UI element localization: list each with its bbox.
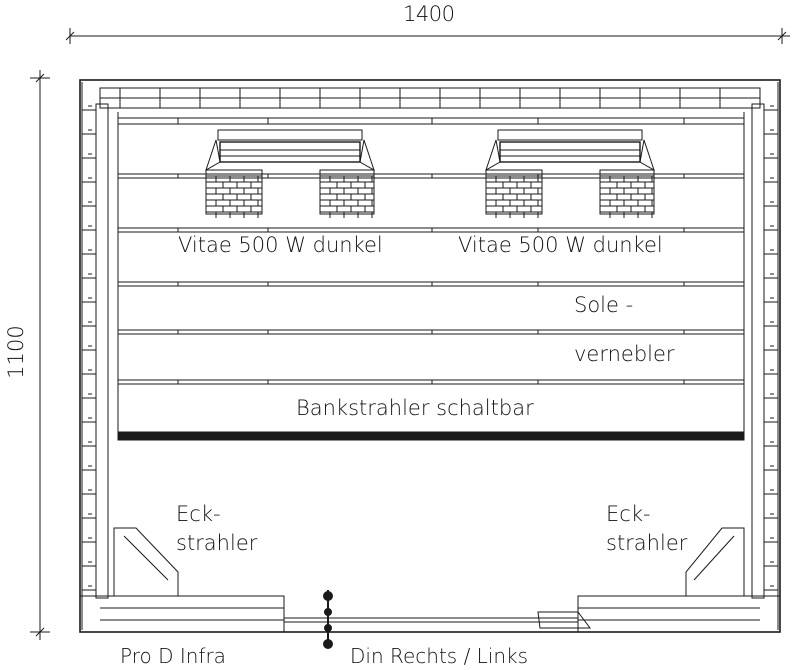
- heater-left: [205, 129, 375, 218]
- bench-front-edge: [117, 431, 745, 441]
- door: [283, 611, 591, 629]
- inner-wall-boards: [117, 112, 745, 440]
- corner-heater-left: [113, 527, 179, 597]
- bench-slat: [117, 117, 745, 125]
- bench-slat: [117, 329, 745, 335]
- sole-label-line2: vernebler: [574, 342, 675, 366]
- corner-heater-right: [685, 527, 745, 597]
- corner-heater-left-label-line1: Eck-: [176, 502, 221, 526]
- height-dimension-line: [30, 70, 50, 640]
- heater-right-label: Vitae 500 W dunkel: [458, 233, 663, 257]
- bench-slat: [117, 281, 745, 287]
- bench-slat: [117, 227, 745, 233]
- door-handle: [323, 590, 333, 649]
- side-wall-logs: [82, 105, 778, 591]
- front-wall-left: [79, 595, 285, 633]
- outer-wall: [79, 79, 781, 633]
- front-wall-right: [577, 595, 781, 633]
- width-dimension-line: [65, 28, 790, 44]
- door-label: Din Rechts / Links: [350, 644, 529, 668]
- sole-label-line1: Sole -: [574, 293, 634, 317]
- bench-heater-label: Bankstrahler schaltbar: [296, 396, 534, 420]
- top-wall-logs: [100, 88, 760, 108]
- width-dimension-label: 1400: [403, 2, 455, 26]
- model-label: Pro D Infra: [120, 644, 226, 668]
- heater-right: [485, 129, 655, 218]
- height-dimension-label: 1100: [4, 325, 28, 379]
- bench-slat: [117, 379, 745, 385]
- corner-heater-right-label-line2: strahler: [606, 531, 688, 555]
- bench-slats: [117, 117, 745, 441]
- bench-slat: [117, 173, 745, 179]
- corner-heater-right-label-line1: Eck-: [606, 502, 651, 526]
- heater-left-label: Vitae 500 W dunkel: [178, 233, 383, 257]
- corner-heater-left-label-line2: strahler: [176, 531, 258, 555]
